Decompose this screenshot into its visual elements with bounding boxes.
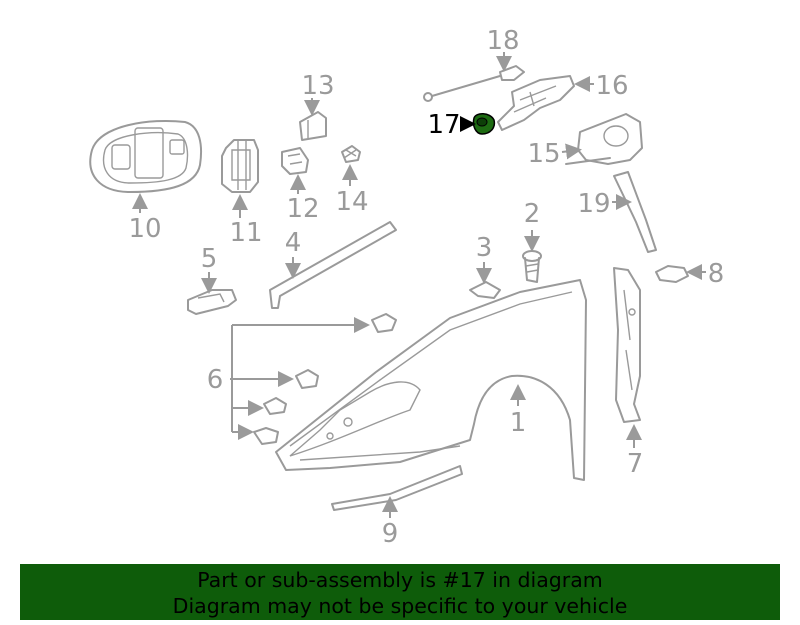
part-1-fender: [275, 279, 587, 481]
part-4-seal: [269, 221, 397, 309]
label-4: 4: [285, 228, 302, 258]
banner-line-1: Part or sub-assembly is #17 in diagram: [197, 568, 603, 592]
label-15: 15: [527, 139, 560, 169]
part-10-housing: [89, 119, 203, 193]
part-3-clip: [469, 281, 501, 299]
label-19: 19: [577, 189, 610, 219]
label-3: 3: [476, 233, 493, 263]
part-19-strip: [613, 171, 657, 253]
label-18: 18: [486, 26, 519, 56]
part-11-bracket: [221, 139, 259, 193]
label-13: 13: [301, 71, 334, 101]
label-12: 12: [286, 194, 319, 224]
part-8-clip: [655, 265, 689, 283]
part-15-fuel-door: [565, 113, 643, 165]
part-9-molding: [331, 465, 463, 511]
label-5: 5: [201, 244, 218, 274]
part-16-latch: [497, 75, 575, 131]
label-10: 10: [128, 214, 161, 244]
part-7-bracket: [613, 267, 641, 423]
label-1: 1: [510, 408, 527, 438]
banner-line-2: Diagram may not be specific to your vehi…: [172, 594, 628, 618]
info-banner: Part or sub-assembly is #17 in diagram D…: [20, 564, 780, 620]
label-11: 11: [229, 218, 262, 248]
label-7: 7: [627, 449, 644, 479]
label-9: 9: [382, 519, 399, 549]
label-16: 16: [595, 71, 628, 101]
part-17-grommet-highlighted: [472, 113, 496, 135]
part-12-clip: [281, 147, 309, 175]
label-8: 8: [708, 259, 725, 289]
part-2-bolt: [522, 250, 542, 283]
label-6: 6: [207, 365, 224, 395]
part-5-clip: [187, 289, 237, 315]
part-6-clips: [253, 313, 397, 445]
part-14-screw: [341, 145, 361, 163]
part-18-cable: [423, 65, 525, 102]
label-17-highlighted: 17: [427, 110, 460, 140]
part-13-bracket: [299, 111, 327, 141]
label-2: 2: [524, 199, 541, 229]
label-14: 14: [335, 187, 368, 217]
